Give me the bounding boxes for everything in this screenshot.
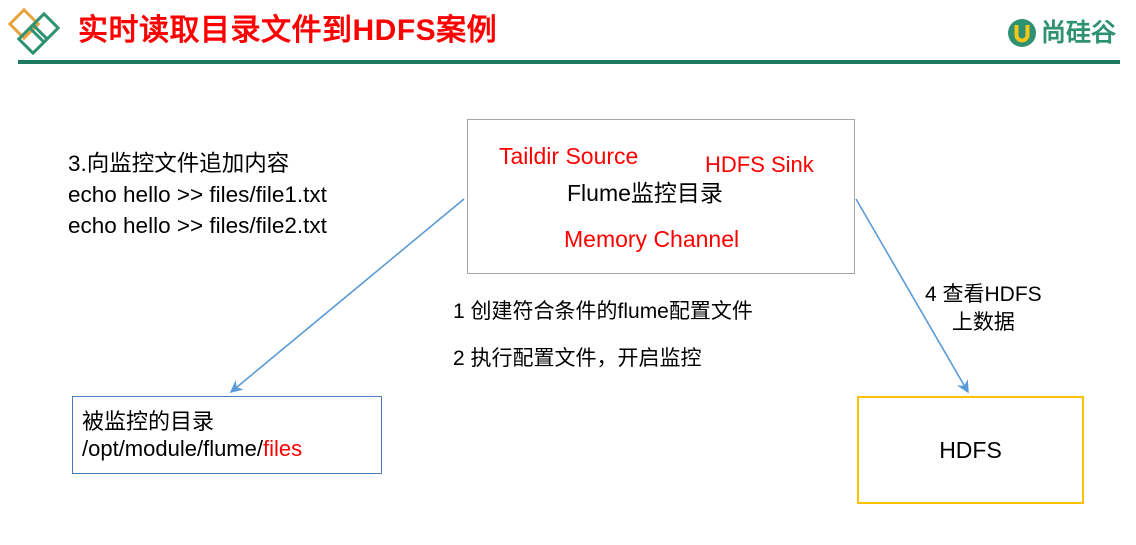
hdfs-box-label: HDFS [939, 437, 1002, 463]
hdfs-box: HDFS [857, 396, 1084, 504]
atguigu-u-logo-icon [1007, 18, 1037, 48]
center-step-2-text: 2 执行配置文件，开启监控 [453, 347, 702, 370]
flume-monitor-dir-label: Flume监控目录 [567, 180, 723, 206]
hdfs-sink-label: HDFS Sink [705, 152, 814, 177]
watched-directory-path: /opt/module/flume/files [82, 436, 302, 462]
right-step-text: 4 查看HDFS 上数据 [925, 283, 1042, 334]
page-title: 实时读取目录文件到HDFS案例 [78, 14, 498, 47]
flume-agent-box: Taildir Source HDFS Sink Flume监控目录 Memor… [467, 119, 855, 274]
watched-directory-path-prefix: /opt/module/flume/ [82, 436, 263, 461]
diamond-logo-icon [6, 7, 70, 58]
watched-directory-path-highlight: files [262, 436, 303, 461]
center-step-1-text: 1 创建符合条件的flume配置文件 [453, 300, 753, 323]
header-divider [18, 60, 1120, 64]
watched-directory-title: 被监控的目录 [82, 409, 215, 434]
memory-channel-label: Memory Channel [564, 226, 740, 252]
left-steps-text: 3.向监控文件追加内容 echo hello >> files/file1.tx… [68, 151, 327, 238]
taildir-source-label: Taildir Source [499, 143, 639, 169]
brand-name: 尚硅谷 [1040, 19, 1116, 47]
watched-directory-box: 被监控的目录 /opt/module/flume/files [72, 396, 382, 474]
brand-logo: 尚硅谷 [1007, 16, 1116, 50]
